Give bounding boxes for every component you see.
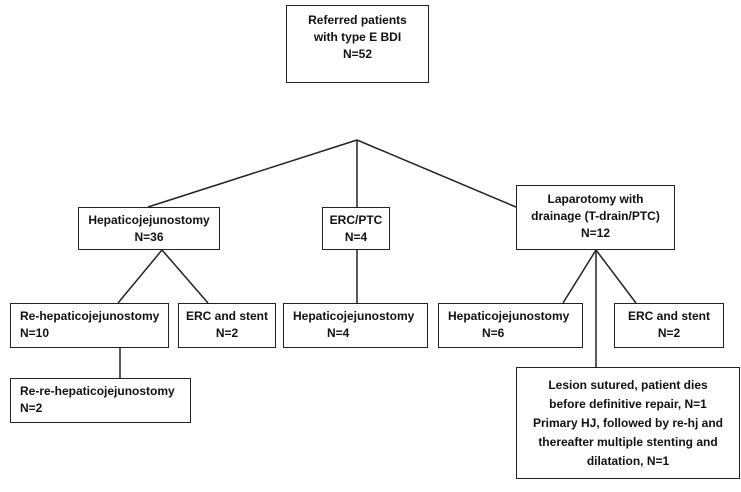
node-text-line: drainage (T-drain/PTC) [531,209,660,223]
node-text-line: Re-hepaticojejunostomy [20,309,160,323]
node-text-line: N=2 [215,326,239,340]
node-text-line: Re-re-hepaticojejunostomy [20,384,175,398]
node-re-hepaticojejunostomy: Re-hepaticojejunostomy N=10 [10,303,169,348]
connector-hj-re-hj [117,249,163,304]
node-erc-and-stent-left: ERC and stent N=2 [178,303,276,348]
node-hepaticojejunostomy-laparotomy: Hepaticojejunostomy N=6 [438,303,583,348]
connector-root-hepaticojejunostomy [147,139,358,208]
node-text-line: Lesion sutured, patient dies [548,378,708,392]
node-text-line: Hepaticojejunostomy [293,309,415,323]
node-laparotomy-drainage: Laparotomy with drainage (T-drain/PTC) N… [516,185,675,250]
node-text-line: thereafter multiple stenting and [538,435,718,449]
node-text-line: before definitive repair, N=1 [549,397,707,411]
node-text-line: Primary HJ, followed by re-hj and [532,416,724,430]
connector-lap-erc-stent [595,249,637,304]
node-text-line: with type E BDI [313,30,402,44]
node-re-re-hepaticojejunostomy: Re-re-hepaticojejunostomy N=2 [10,378,191,423]
node-lesion-sutured: Lesion sutured, patient dies before defi… [516,367,740,479]
node-hepaticojejunostomy-erc: Hepaticojejunostomy N=4 [283,303,428,348]
node-referred-patients: Referred patients with type E BDI N=52 [286,5,429,83]
node-text-line: N=2 [657,326,681,340]
node-text-line: N=12 [580,226,611,240]
node-erc-and-stent-right: ERC and stent N=2 [614,303,724,348]
node-text-line: Laparotomy with [547,192,644,206]
node-text-line: Hepaticojejunostomy [448,309,570,323]
node-text-line: N=6 [482,326,505,340]
connector-root-laparotomy [356,139,517,208]
node-text-line: dilatation, N=1 [586,454,670,468]
node-text-line: N=10 [20,326,50,340]
connector-hj-erc-stent [161,249,209,304]
node-text-line: N=36 [134,230,164,244]
node-text-line: ERC and stent [185,309,268,323]
node-text-line: Referred patients [308,13,407,27]
connector-lap-hj [562,249,597,304]
node-text-line: N=4 [344,230,368,244]
node-text-line: ERC/PTC [329,213,383,227]
node-text-line: Hepaticojejunostomy [88,213,210,227]
node-text-line: ERC and stent [627,309,710,323]
node-hepaticojejunostomy: Hepaticojejunostomy N=36 [78,207,220,250]
node-erc-ptc: ERC/PTC N=4 [322,207,390,250]
node-text-line: N=4 [327,326,350,340]
node-text-line: N=52 [342,47,373,61]
node-text-line: N=2 [20,401,43,415]
